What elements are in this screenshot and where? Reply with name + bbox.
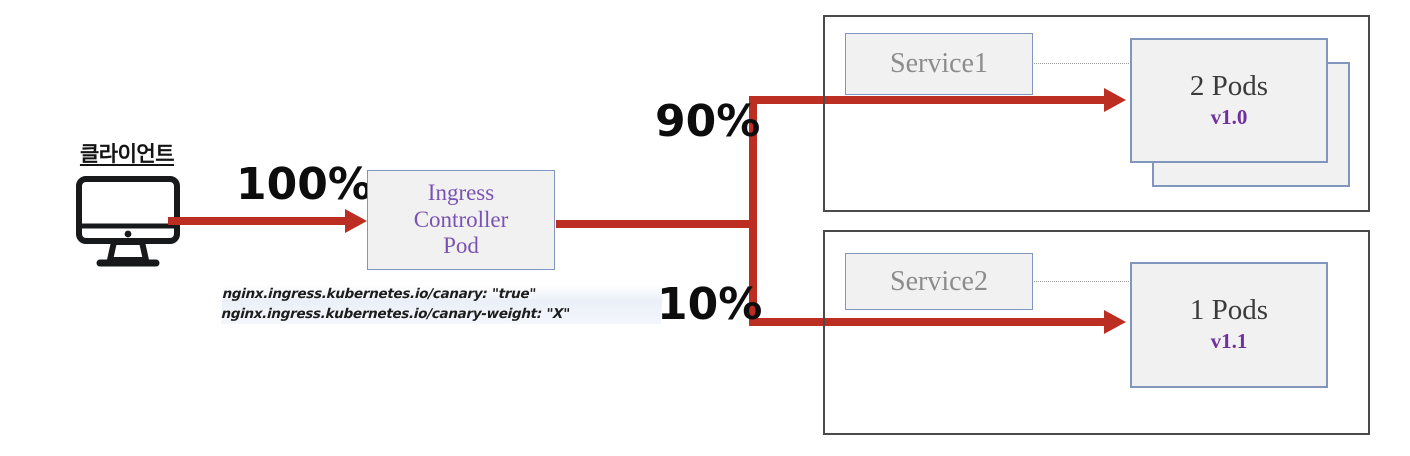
service-group-2 (823, 230, 1370, 435)
pod-count-1: 2 Pods (1189, 69, 1269, 102)
arrow-head-to-pod-group-2-icon (1104, 310, 1126, 334)
ingress-line-2: Controller (413, 206, 509, 232)
pod-count-2: 1 Pods (1189, 294, 1269, 327)
canary-annotation-line-1: nginx.ingress.kubernetes.io/canary: "tru… (222, 286, 537, 302)
desktop-monitor-icon (76, 176, 180, 273)
ingress-line-1: Ingress (427, 179, 495, 205)
service-to-pod-connector-1 (1034, 63, 1131, 64)
service-box-1[interactable]: Service1 (845, 33, 1033, 95)
traffic-percent-top-branch: 90% (655, 96, 761, 147)
service-group-1 (823, 15, 1370, 212)
pod-box-2[interactable]: 1 Pods v1.1 (1130, 262, 1328, 388)
canary-annotation: nginx.ingress.kubernetes.io/canary: "tru… (220, 285, 664, 325)
flow-line-top-branch (749, 96, 1106, 104)
traffic-percent-100: 100% (236, 159, 372, 210)
flow-line-junction-vertical (749, 96, 757, 326)
service-to-pod-connector-2 (1034, 281, 1131, 282)
ingress-line-3: Pod (443, 233, 479, 259)
flow-line-ingress-to-junction (556, 220, 757, 228)
pod-box-1[interactable]: 2 Pods v1.0 (1130, 38, 1328, 163)
client-label: 클라이언트 (79, 142, 175, 166)
service-label-1: Service1 (890, 48, 988, 79)
service-label-2: Service2 (890, 265, 988, 297)
flow-line-client-to-ingress (168, 217, 350, 225)
arrow-head-to-ingress-icon (345, 209, 367, 233)
ingress-controller-pod-box[interactable]: Ingress Controller Pod (367, 170, 555, 270)
arrow-head-to-pod-group-1-icon (1104, 88, 1126, 112)
service-box-2[interactable]: Service2 (845, 253, 1033, 310)
pod-version-2: v1.1 (1210, 329, 1248, 354)
traffic-percent-bottom-branch: 10% (657, 279, 763, 330)
flow-line-bottom-branch (749, 318, 1106, 326)
canary-annotation-line-2: nginx.ingress.kubernetes.io/canary-weigh… (221, 305, 571, 322)
pod-version-1: v1.0 (1210, 104, 1248, 129)
